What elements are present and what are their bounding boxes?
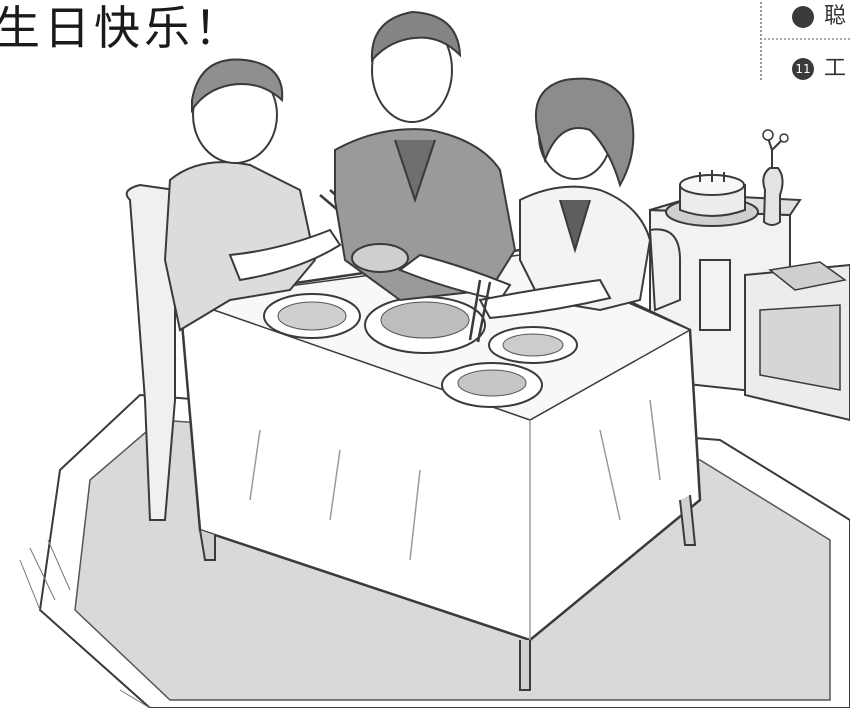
vocab-item: 聪: [792, 0, 846, 30]
vocab-word: 聪: [824, 4, 847, 29]
woman-right: [468, 77, 652, 343]
birthday-cake: [665, 170, 759, 227]
plates: [263, 293, 578, 408]
vocab-divider: [764, 38, 850, 40]
vocab-word: 工: [824, 56, 847, 81]
flower-vase: [762, 129, 789, 226]
vocab-number-badge: 11: [792, 58, 814, 80]
chairs: [125, 183, 681, 521]
man-center: [334, 10, 517, 302]
boy-left: [163, 58, 393, 332]
vocab-item: 11 工: [792, 50, 846, 82]
vocab-number-badge: [792, 6, 814, 28]
page-heading: 生日快乐！: [0, 1, 244, 55]
vocabulary-box: 聪 11 工: [760, 0, 850, 82]
